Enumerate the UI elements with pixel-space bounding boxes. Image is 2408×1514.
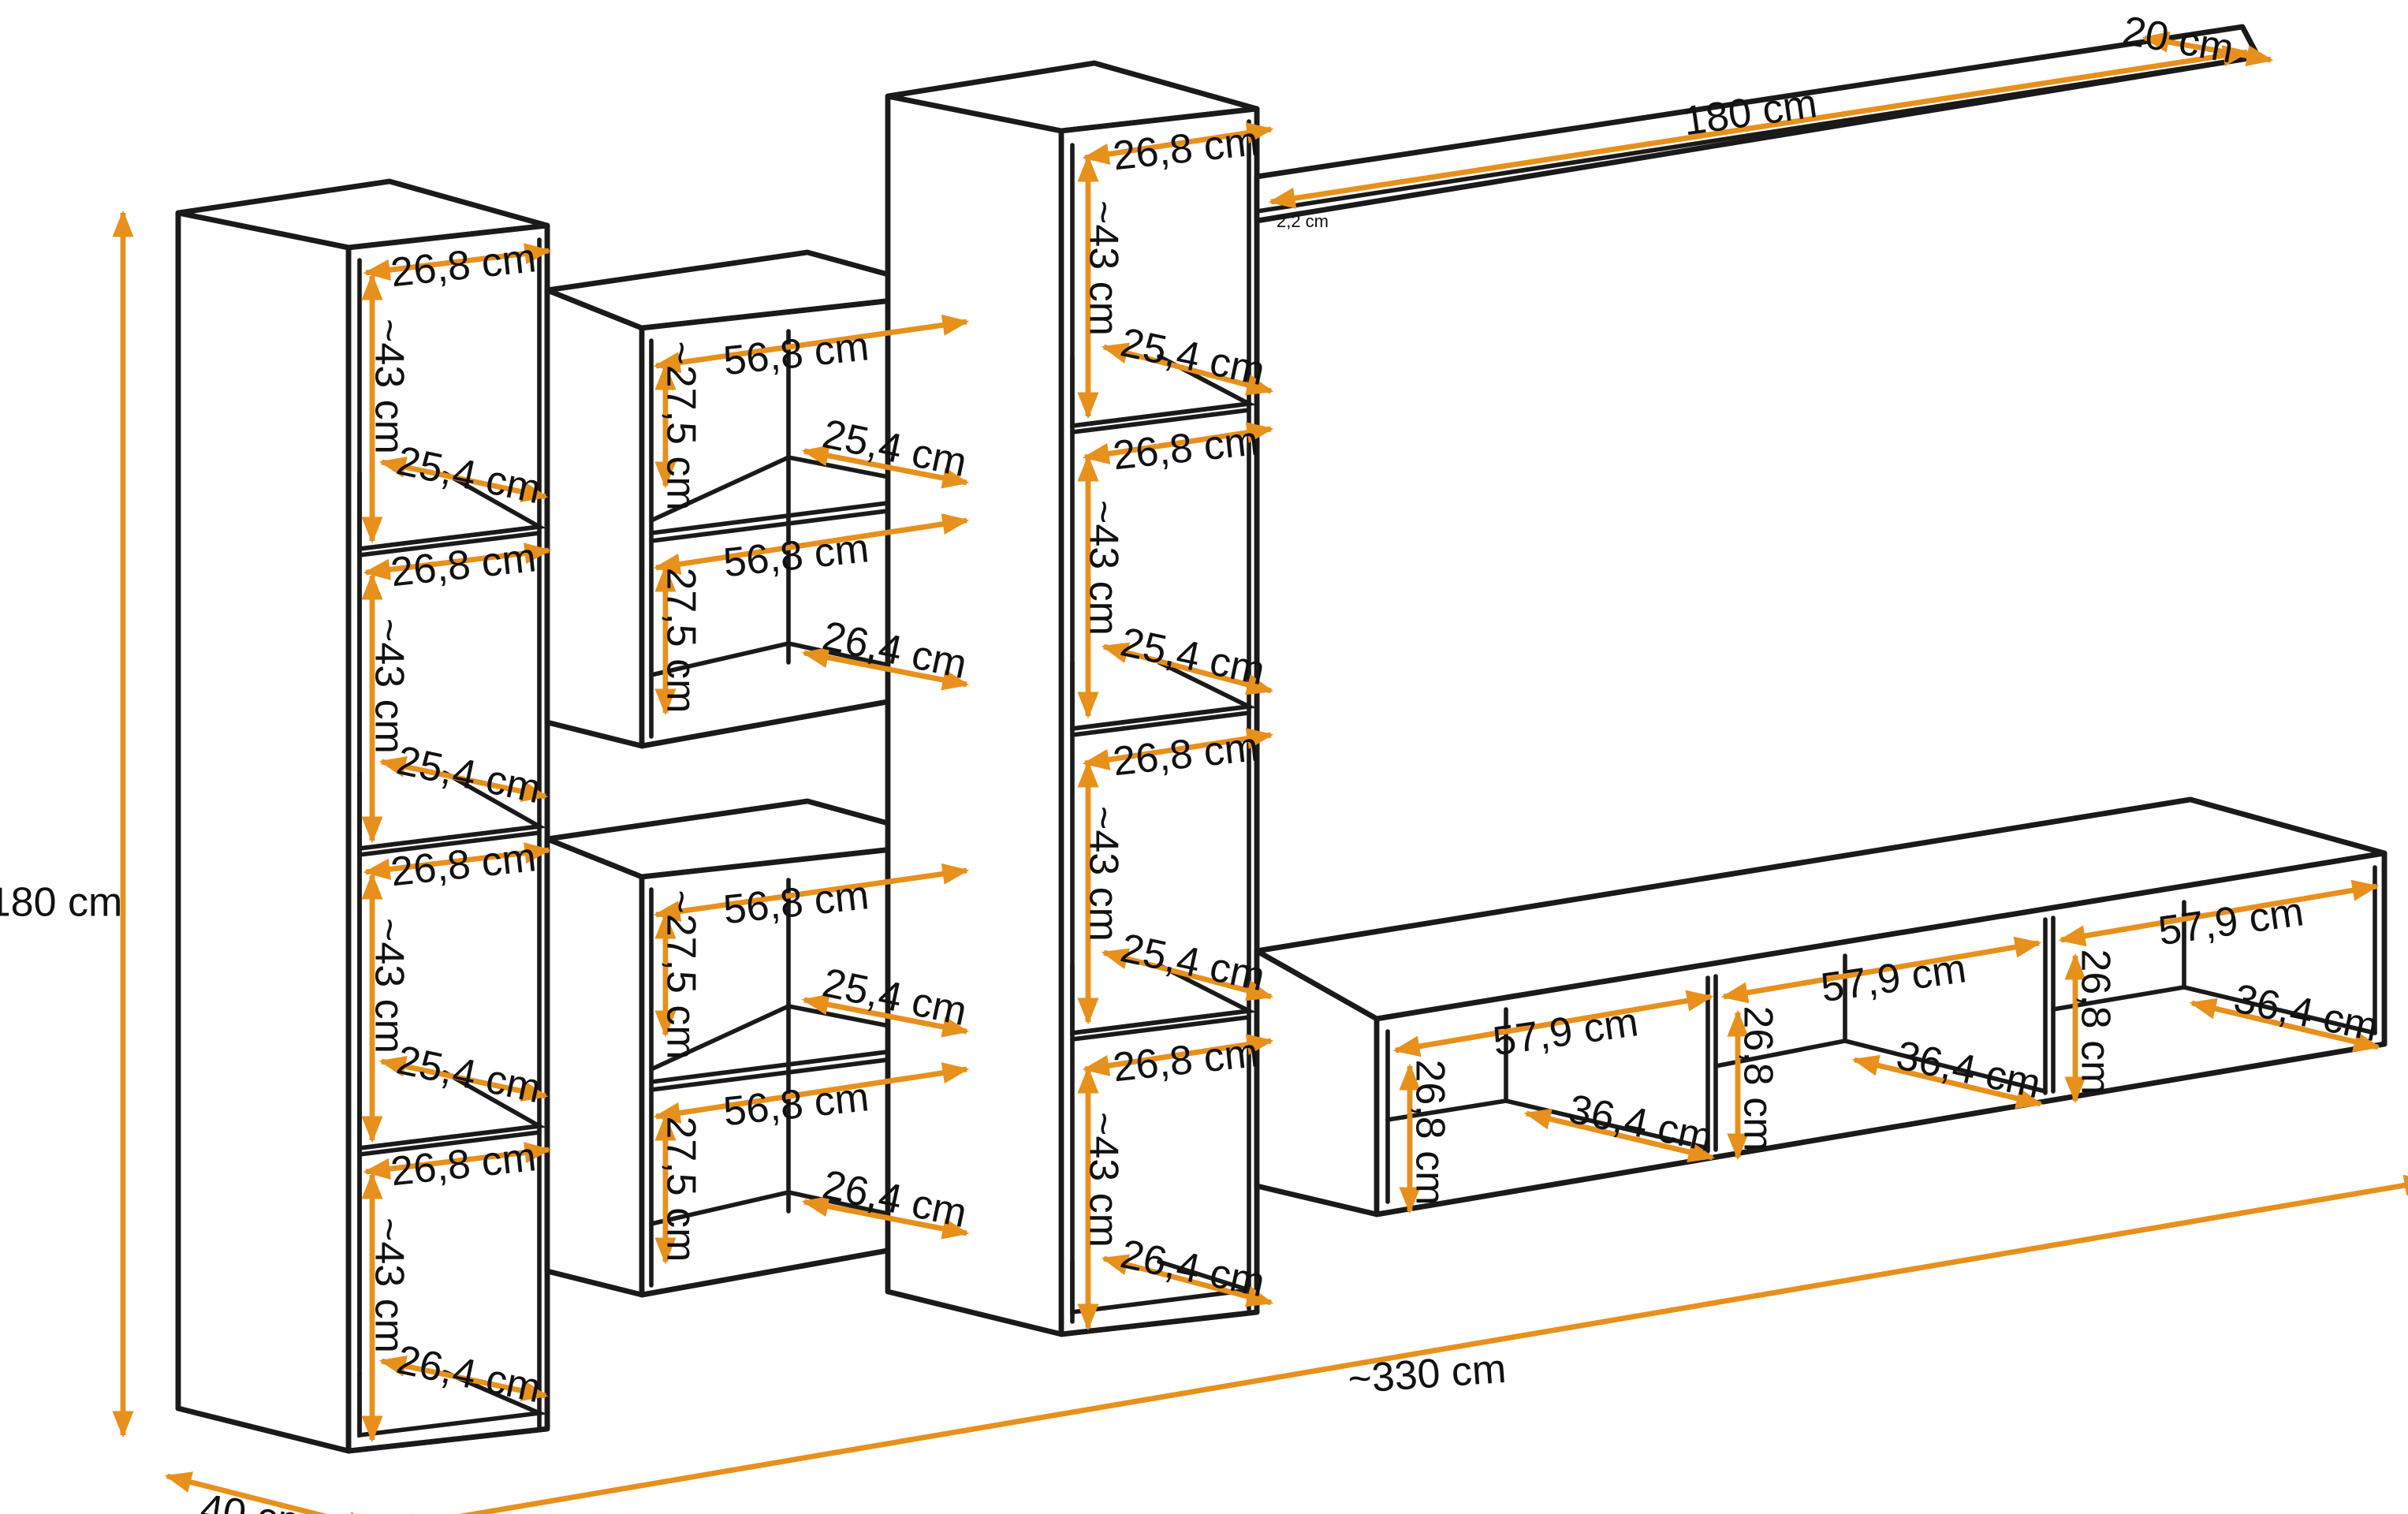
left-width-arrow-2 — [363, 543, 552, 580]
left-height-label-1: ~43 cm — [366, 319, 412, 454]
left-width-arrow-4 — [363, 1142, 552, 1180]
upper-cube-height-label-top: ~27,5 cm — [658, 341, 703, 510]
center-width-arrow-4 — [1082, 1034, 1274, 1076]
left-depth-arrow-1 — [378, 457, 549, 502]
left-depth-arrow-3 — [378, 1056, 549, 1102]
lower-cube-width-arrow-bottom — [653, 1062, 970, 1124]
overall-width-label: ~330 cm — [1347, 1346, 1508, 1403]
lower-cube-width-arrow-top — [653, 863, 970, 923]
center-depth-arrow-3 — [1101, 948, 1274, 1001]
center-width-arrow-3 — [1082, 728, 1274, 770]
tv-width-arrow-3 — [2058, 879, 2380, 947]
left-tall-cabinet — [175, 178, 550, 1454]
tv-depth-arrow-1 — [1523, 1108, 1716, 1163]
lower-cube-depth-arrow-top — [801, 994, 970, 1038]
left-depth-arrow-4 — [378, 1356, 549, 1401]
tv-depth-arrow-2 — [1851, 1054, 2044, 1109]
center-height-label-4: ~43 cm — [1080, 1112, 1126, 1247]
left-width-arrow-3 — [363, 842, 552, 880]
tv-depth-arrow-3 — [2189, 998, 2381, 1053]
center-width-arrow-2 — [1082, 422, 1274, 464]
tv-height-label-1: 26,8 cm — [1407, 1060, 1452, 1206]
upper-cube-height-label-bottom: 27,5 cm — [658, 568, 703, 714]
shelf-length-arrow — [1268, 45, 2250, 209]
center-depth-arrow-1 — [1101, 342, 1274, 396]
tv-width-arrow-2 — [1720, 936, 2042, 1004]
shelf-length-label: 180 cm — [1680, 80, 1820, 144]
upper-cube-depth-arrow-bottom — [801, 647, 970, 691]
lower-cube-height-label-bottom: 27,5 cm — [658, 1117, 703, 1262]
center-width-arrow-1 — [1082, 122, 1274, 165]
left-height-label-2: ~43 cm — [366, 618, 412, 754]
overall-width-arrow — [388, 1174, 2408, 1514]
depth-arrow — [164, 1471, 375, 1514]
left-height-label-3: ~43 cm — [366, 918, 412, 1053]
lower-cube-depth-arrow-bottom — [801, 1195, 970, 1240]
tv-height-label-2: 26,8 cm — [1735, 1006, 1780, 1152]
upper-cube-width-arrow-top — [653, 314, 970, 374]
left-width-arrow-1 — [363, 243, 552, 281]
center-depth-arrow-2 — [1101, 642, 1274, 695]
left-height-label-4: ~43 cm — [366, 1218, 412, 1353]
upper-cube-width-arrow-bottom — [653, 513, 970, 575]
tv-height-label-3: 26,8 cm — [2072, 949, 2118, 1095]
center-height-label-3: ~43 cm — [1080, 806, 1126, 942]
center-height-label-1: ~43 cm — [1080, 200, 1126, 336]
shelf-depth-arrow — [2141, 31, 2274, 67]
upper-cube-depth-arrow-top — [801, 445, 970, 489]
overall-height-label: 180 cm — [0, 880, 122, 926]
dimension-lines — [112, 31, 2408, 1514]
center-height-label-2: ~43 cm — [1080, 500, 1126, 636]
depth-label: 40 cm — [197, 1486, 314, 1514]
center-depth-arrow-4 — [1101, 1254, 1274, 1307]
lower-cube-height-label-top: ~27,5 cm — [658, 889, 703, 1059]
tv-width-arrow-1 — [1392, 990, 1714, 1057]
left-depth-arrow-2 — [378, 756, 549, 802]
shelf-thickness-label: 2,2 cm — [1277, 211, 1329, 231]
center-tall-cabinet — [885, 60, 1260, 1337]
